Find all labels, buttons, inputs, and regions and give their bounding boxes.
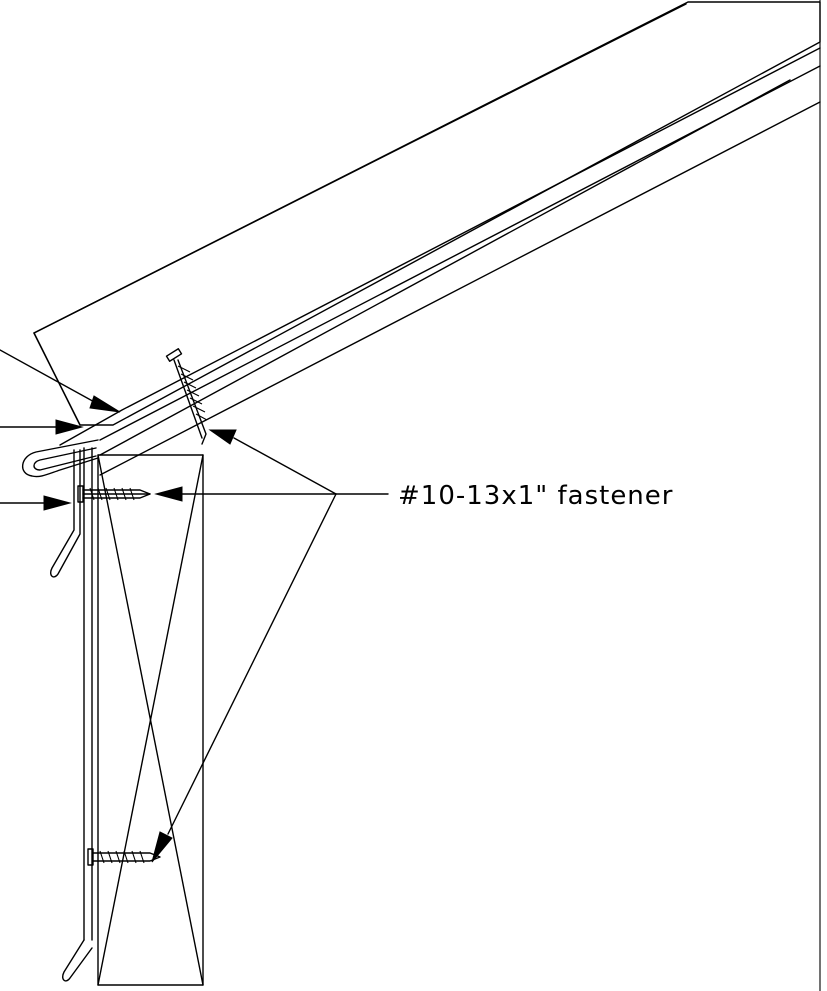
hemmed-eave-inner: [33, 447, 97, 471]
roof-underside-line: [99, 101, 821, 476]
fastener-lower: [87, 848, 161, 866]
roof-deck-line: [99, 79, 791, 456]
fastener-callout-label: #10-13x1" fastener: [398, 481, 673, 511]
upper-drip-clip: [49, 449, 81, 578]
leader-arrow-nose: [0, 419, 84, 435]
fastener-roof: [165, 348, 208, 445]
fastener-callout-leaders: [151, 429, 389, 863]
fastener-upper: [77, 485, 151, 503]
leader-arrow-flashing: [0, 349, 121, 413]
fascia-board: [97, 454, 204, 986]
leader-arrow-clip: [0, 495, 72, 511]
fascia-trim-kick: [61, 939, 93, 982]
roof-panel-top-edge: [33, 3, 687, 334]
roof-panel: [33, 1, 821, 426]
hemmed-eave-nose: [22, 439, 99, 478]
fascia-board-cross-b: [97, 454, 204, 986]
eave-flashing-upper: [59, 47, 821, 446]
roof-panel-left-edge: [33, 332, 81, 426]
